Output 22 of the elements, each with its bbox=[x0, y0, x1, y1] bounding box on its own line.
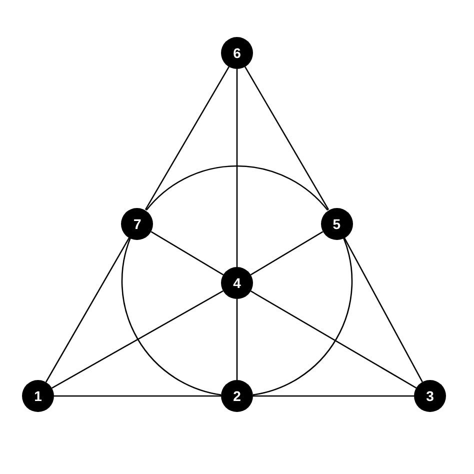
line bbox=[144, 66, 230, 210]
line bbox=[54, 395, 221, 397]
point-label: 2 bbox=[221, 380, 253, 412]
line bbox=[250, 231, 324, 276]
point-label: 6 bbox=[221, 37, 253, 69]
circle-arc bbox=[121, 238, 222, 396]
point-label: 1 bbox=[22, 380, 54, 412]
point-label: 4 bbox=[221, 267, 253, 299]
line bbox=[250, 290, 417, 388]
line bbox=[253, 395, 414, 397]
point-label: 7 bbox=[121, 208, 154, 240]
point-label: 3 bbox=[414, 380, 446, 412]
line bbox=[244, 66, 330, 210]
line bbox=[236, 69, 238, 267]
line bbox=[52, 290, 224, 389]
circle-arc bbox=[252, 238, 353, 396]
line bbox=[150, 231, 224, 276]
line bbox=[236, 299, 238, 380]
line bbox=[344, 237, 423, 382]
point-label: 5 bbox=[320, 208, 353, 240]
line bbox=[45, 237, 130, 382]
circle-arc bbox=[146, 165, 328, 211]
